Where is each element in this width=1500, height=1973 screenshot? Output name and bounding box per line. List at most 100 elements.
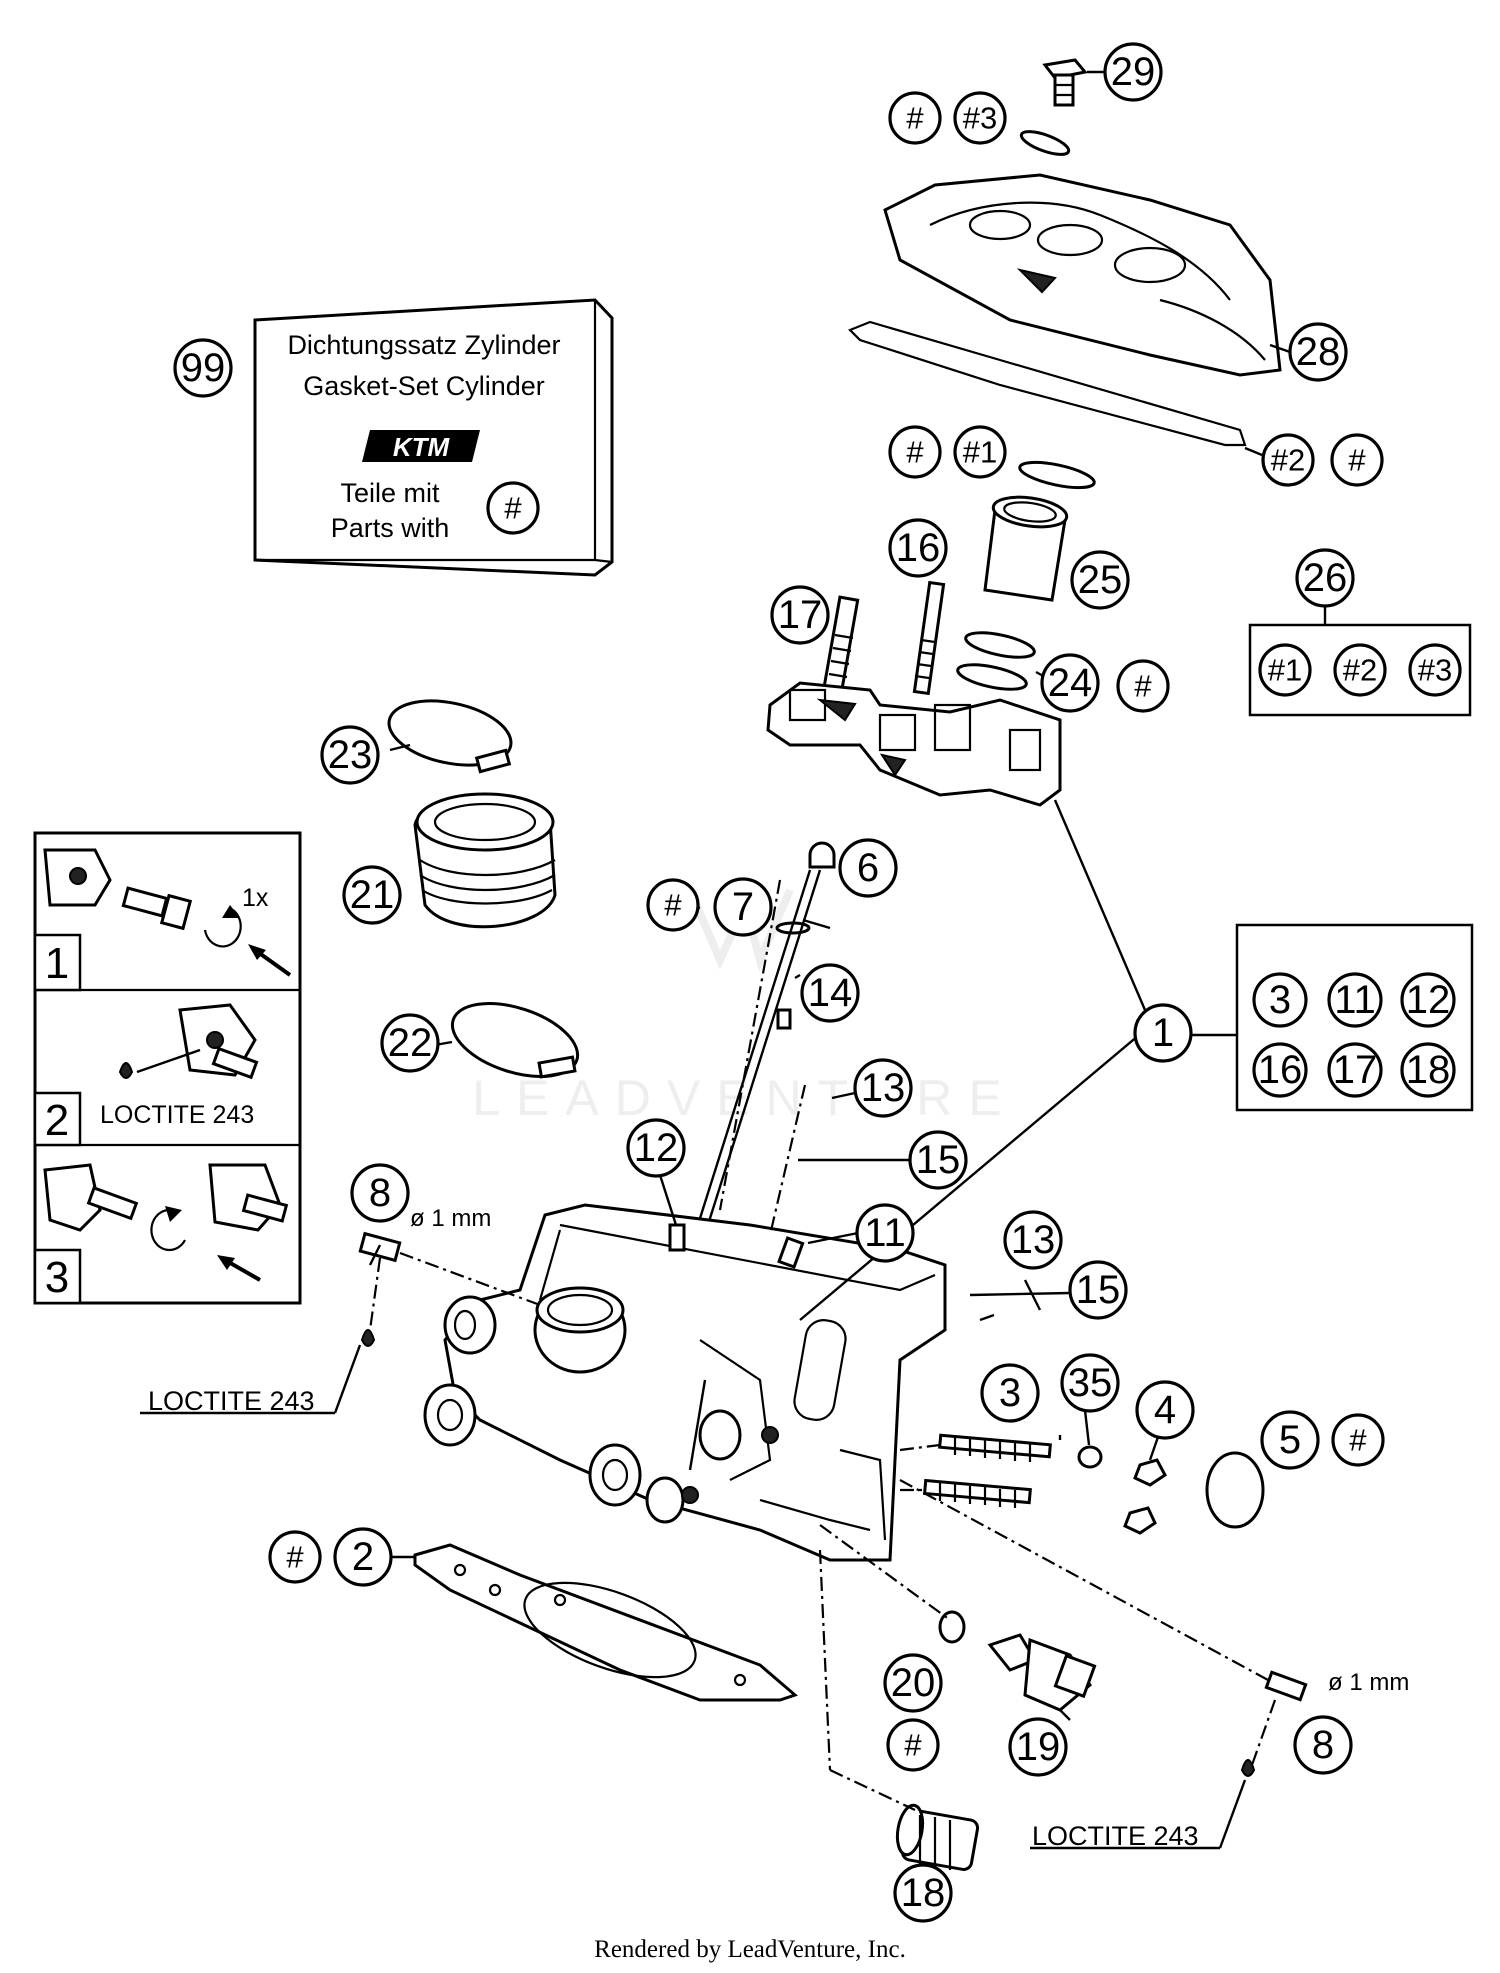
step-2-note: LOCTITE 243	[100, 1101, 254, 1129]
leader-lines	[140, 903, 1247, 1850]
kit-1-item-11: 11	[1334, 978, 1376, 1022]
parts-with-en: Parts with	[331, 513, 450, 543]
callout-hash-mid: #	[888, 425, 942, 479]
callout-21: 21	[342, 865, 402, 925]
footer-credit: Rendered by LeadVenture, Inc.	[594, 1936, 906, 1963]
step-panel: 1 1x 2 LOCTITE 243 3	[33, 831, 302, 1305]
step-3-number: 3	[45, 1253, 69, 1302]
callout-23: 23	[320, 725, 380, 785]
callout-15b: 15	[1068, 1260, 1128, 1320]
loctite-left-label: LOCTITE 243	[148, 1386, 315, 1416]
callout-5: 5	[1260, 1410, 1320, 1470]
callout-hash-7: #	[646, 878, 700, 932]
svg-text:#: #	[906, 101, 924, 136]
svg-text:#: #	[286, 1540, 304, 1575]
kit-1-item-12: 12	[1406, 978, 1451, 1022]
assembly-lines	[368, 879, 1277, 1811]
svg-text:18: 18	[901, 1871, 946, 1915]
callout-28: 28	[1288, 322, 1348, 382]
callout-25: 25	[1070, 550, 1130, 610]
svg-text:29: 29	[1111, 50, 1156, 94]
step-1-number: 1	[45, 939, 69, 988]
callout-hash-right: #	[1330, 433, 1384, 487]
svg-text:19: 19	[1016, 1725, 1061, 1769]
callout-24: 24	[1040, 653, 1100, 713]
ktm-logo: KTM	[362, 430, 480, 462]
sensor-group	[895, 1610, 1097, 1871]
svg-text:8: 8	[369, 1171, 391, 1215]
svg-text:17: 17	[778, 593, 823, 637]
svg-text:#3: #3	[1418, 653, 1452, 688]
callout-14: 14	[800, 963, 860, 1023]
svg-text:16: 16	[896, 526, 941, 570]
svg-text:#: #	[904, 1728, 922, 1763]
loctite-right-label: LOCTITE 243	[1032, 1821, 1199, 1851]
callout-35: 35	[1060, 1353, 1120, 1413]
gasket-box-line1: Dichtungssatz Zylinder	[287, 330, 560, 360]
valve-cover-group	[848, 58, 1291, 457]
callout-2: 2	[333, 1527, 393, 1587]
callout-13b: 13	[1003, 1210, 1063, 1270]
callout-20: 20	[883, 1653, 943, 1713]
svg-text:12: 12	[634, 1126, 679, 1170]
dowel-group	[688, 841, 836, 1251]
callout-6: 6	[838, 838, 898, 898]
svg-text:#3: #3	[963, 101, 997, 136]
svg-text:20: 20	[891, 1661, 936, 1705]
svg-text:#2: #2	[1343, 653, 1377, 688]
callout-16: 16	[888, 518, 948, 578]
callouts: 29 # #3 28 99 # #1 #2 # 16 25 26 17 24 #…	[173, 42, 1385, 1923]
kit-1-item-18: 18	[1406, 1048, 1451, 1092]
diameter-left-label: ø 1 mm	[410, 1205, 491, 1232]
svg-text:#2: #2	[1271, 443, 1305, 478]
step-3: 3	[33, 1163, 289, 1305]
kit-26-item-1: #1	[1258, 643, 1312, 697]
callout-29: 29	[1103, 42, 1163, 102]
svg-text:8: 8	[1312, 1723, 1334, 1767]
plug-8-left	[358, 1231, 402, 1347]
svg-text:#: #	[664, 888, 682, 923]
svg-text:1: 1	[1152, 1011, 1174, 1055]
callout-hash-top: #	[888, 91, 942, 145]
callout-19: 19	[1008, 1717, 1068, 1777]
kit-1-box: 3 11 12 16 17 18	[1190, 923, 1474, 1112]
svg-text:#1: #1	[1268, 653, 1302, 688]
step-1-note: 1x	[242, 884, 269, 912]
svg-text:5: 5	[1279, 1418, 1301, 1462]
kit-26-item-3: #3	[1408, 643, 1462, 697]
callout-hash-20: #	[886, 1718, 940, 1772]
svg-text:28: 28	[1296, 330, 1341, 374]
cylinder-head	[423, 1203, 947, 1562]
callout-8a: 8	[350, 1163, 410, 1223]
svg-text:35: 35	[1068, 1361, 1113, 1405]
svg-text:#: #	[906, 435, 924, 470]
svg-text:#: #	[1349, 1423, 1367, 1458]
svg-text:2: 2	[352, 1535, 374, 1579]
head-gasket	[390, 1543, 798, 1702]
callout-h3-top: #3	[953, 91, 1007, 145]
callout-h1-mid: #1	[953, 425, 1007, 479]
callout-8b: 8	[1293, 1715, 1353, 1775]
svg-text:99: 99	[181, 346, 226, 390]
svg-text:15: 15	[916, 1138, 961, 1182]
svg-text:#: #	[1348, 443, 1366, 478]
svg-text:7: 7	[732, 885, 754, 929]
svg-text:24: 24	[1048, 661, 1093, 705]
callout-h2-right: #2	[1261, 433, 1315, 487]
kit-1-item-17: 17	[1333, 1048, 1378, 1092]
gasket-set-box: Dichtungssatz Zylinder Gasket-Set Cylind…	[253, 298, 614, 577]
svg-text:#: #	[504, 491, 522, 526]
kit-1-item-16: 16	[1258, 1048, 1303, 1092]
kit-26-box: #1 #2 #3	[1248, 600, 1472, 717]
svg-text:15: 15	[1076, 1268, 1121, 1312]
callout-18: 18	[893, 1863, 953, 1923]
svg-text:14: 14	[808, 971, 853, 1015]
svg-text:4: 4	[1154, 1388, 1176, 1432]
step-2-number: 2	[45, 1096, 69, 1145]
svg-text:13: 13	[861, 1066, 906, 1110]
callout-1: 1	[1133, 1003, 1193, 1063]
kit-26-item-2: #2	[1333, 643, 1387, 697]
svg-text:23: 23	[328, 733, 373, 777]
svg-text:#1: #1	[963, 435, 997, 470]
